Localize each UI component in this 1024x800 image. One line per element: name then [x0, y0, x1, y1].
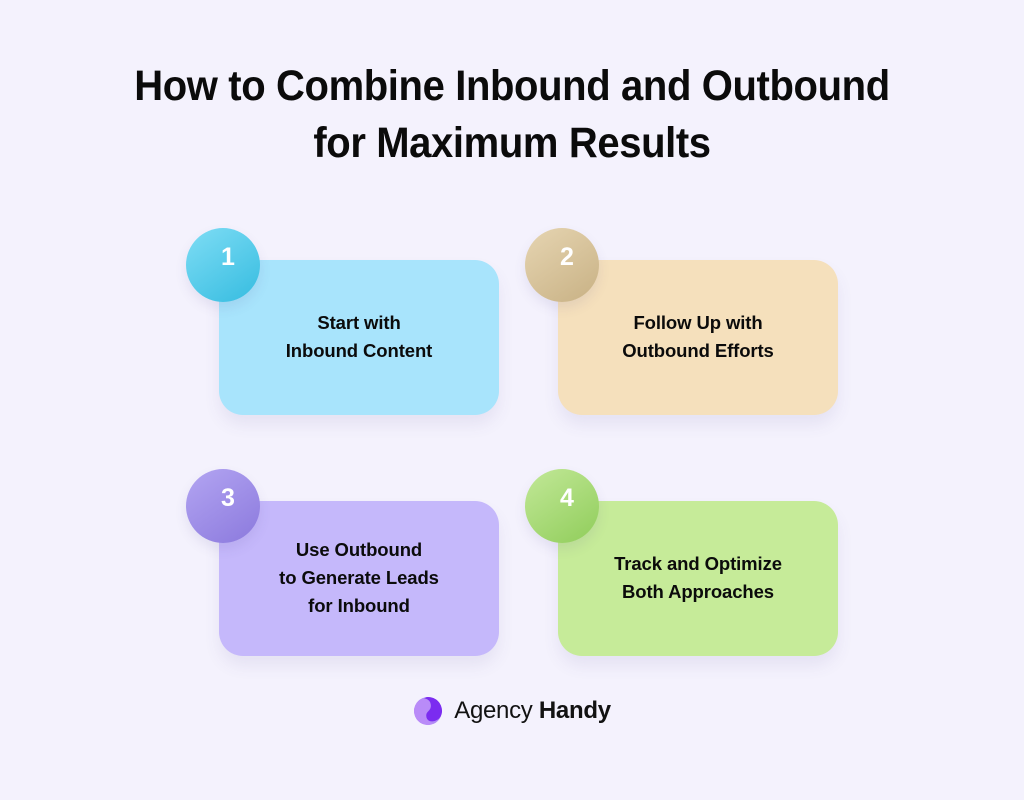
- step-badge-4: 4: [525, 468, 599, 543]
- step-badge-2-number: 2: [560, 243, 574, 271]
- step-card-3-line-2: to Generate Leads: [279, 566, 439, 588]
- step-card-4-line-1: Track and Optimize: [614, 552, 782, 574]
- step-card-3: Use Outbound to Generate Leads for Inbou…: [186, 468, 499, 656]
- step-card-3-line-3: for Inbound: [308, 595, 410, 617]
- step-badge-1-number: 1: [221, 243, 235, 271]
- brand-name-light: Agency: [454, 697, 533, 724]
- step-card-2-line-1: Follow Up with: [633, 311, 763, 333]
- step-card-2-body: Follow Up with Outbound Efforts: [558, 259, 838, 415]
- step-card-3-text: Use Outbound to Generate Leads for Inbou…: [265, 536, 453, 620]
- step-card-1-text: Start with Inbound Content: [272, 309, 446, 365]
- step-card-4-text: Track and Optimize Both Approaches: [600, 550, 796, 606]
- step-badge-4-number: 4: [560, 484, 574, 512]
- brand-footer: Agency Handy: [0, 696, 1024, 726]
- step-card-4-body: Track and Optimize Both Approaches: [558, 500, 838, 656]
- page-title: How to Combine Inbound and Outbound for …: [72, 58, 952, 172]
- step-card-1-line-2: Inbound Content: [285, 340, 433, 361]
- step-card-3-body: Use Outbound to Generate Leads for Inbou…: [219, 500, 499, 656]
- brand-name-bold: Handy: [538, 697, 611, 724]
- step-card-3-line-1: Use Outbound: [295, 538, 423, 560]
- step-card-4-line-2: Both Approaches: [622, 581, 774, 602]
- brand-name: Agency Handy: [454, 699, 611, 723]
- steps-grid: Start with Inbound Content 1 Follow Up w…: [186, 227, 838, 656]
- step-card-4: Track and Optimize Both Approaches 4: [525, 468, 838, 656]
- agency-handy-logo-icon: [413, 696, 443, 726]
- step-badge-1: 1: [186, 227, 260, 302]
- step-card-1-line-1: Start with: [317, 311, 401, 333]
- page-title-line-2: for Maximum Results: [313, 118, 711, 167]
- step-card-2: Follow Up with Outbound Efforts 2: [525, 227, 838, 415]
- page-title-line-1: How to Combine Inbound and Outbound: [134, 62, 890, 110]
- step-card-1: Start with Inbound Content 1: [186, 227, 499, 415]
- step-card-2-text: Follow Up with Outbound Efforts: [608, 309, 788, 365]
- step-badge-3-number: 3: [221, 484, 235, 512]
- step-badge-2: 2: [525, 227, 599, 302]
- step-card-1-body: Start with Inbound Content: [219, 259, 499, 415]
- step-badge-3: 3: [186, 468, 260, 543]
- step-card-2-line-2: Outbound Efforts: [622, 340, 774, 361]
